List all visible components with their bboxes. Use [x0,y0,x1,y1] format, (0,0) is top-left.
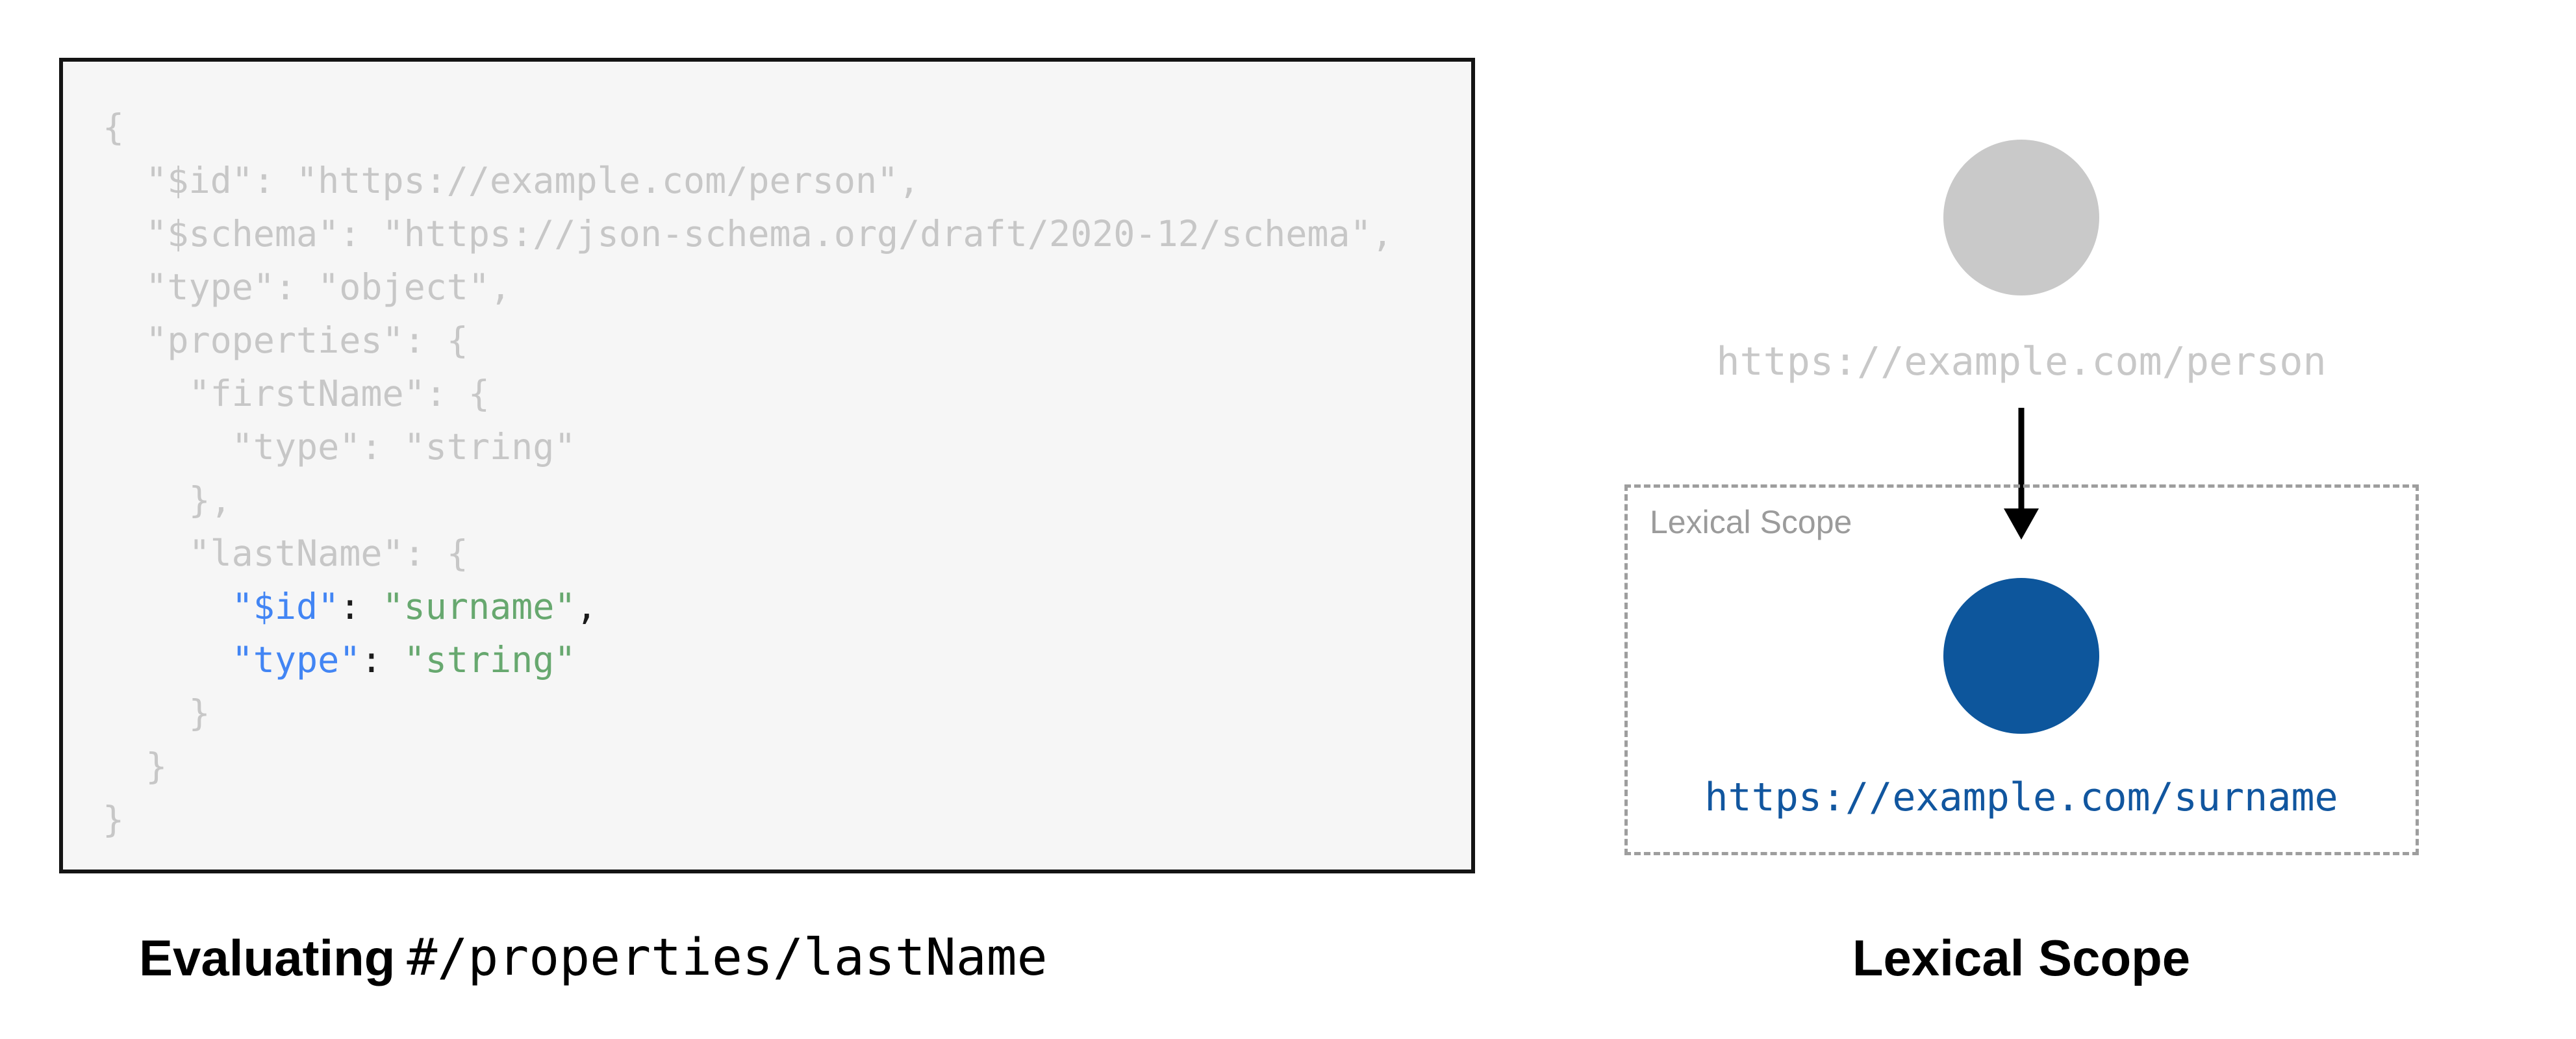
arrow-down-icon [2004,408,2039,540]
code-line: } [103,692,210,734]
lexical-scope-box: Lexical Scope [1624,484,2419,855]
parent-schema-node-circle [1943,140,2099,295]
schema-code-box: { "$id": "https://example.com/person", "… [59,58,1475,873]
parent-schema-uri-label: https://example.com/person [1716,339,2327,384]
code-line: { [103,106,125,148]
code-line: "$schema": "https://json-schema.org/draf… [103,213,1393,255]
schema-code: { "$id": "https://example.com/person", "… [63,62,1471,870]
code-line: "type": "string" [231,639,576,681]
lexical-scope-caption: Lexical Scope [1852,929,2191,986]
child-schema-uri-label: https://example.com/surname [1704,775,2338,820]
code-line: "firstName": { [103,373,490,414]
child-schema-node-circle [1943,578,2099,734]
code-line: "type": "object", [103,266,512,308]
code-line: } [103,799,125,840]
lexical-scope-box-title: Lexical Scope [1650,504,1852,540]
code-line: "lastName": { [103,532,468,574]
evaluating-caption-pointer: #/properties/lastName [407,929,1048,987]
code-line: "$id": "surname", [231,586,598,627]
evaluating-caption: Evaluating #/properties/lastName [139,925,1048,990]
code-line: }, [103,479,232,521]
code-line: "type": "string" [103,426,576,468]
code-line: } [103,745,168,787]
code-line: "properties": { [103,319,468,361]
code-line: "$id": "https://example.com/person", [103,160,920,201]
evaluating-caption-prefix: Evaluating [139,929,396,986]
